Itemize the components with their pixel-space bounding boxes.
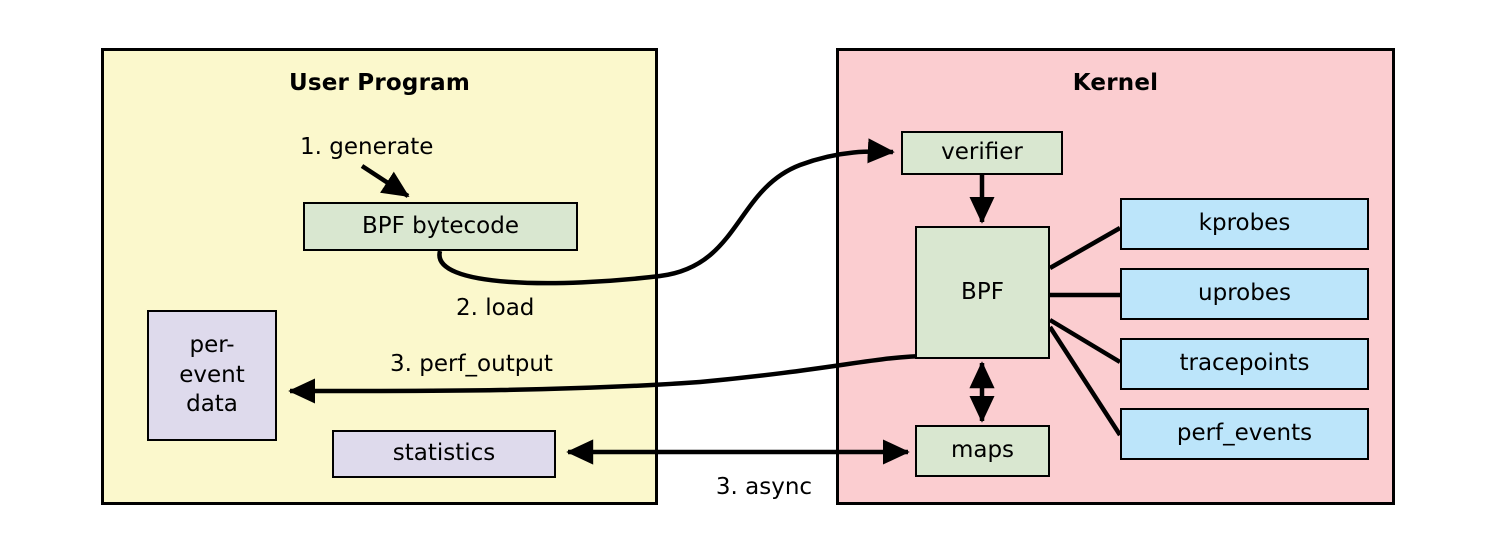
node-tracepoints[interactable]: tracepoints (1120, 338, 1369, 390)
node-bpf-label: BPF (961, 278, 1004, 305)
node-statistics[interactable]: statistics (332, 430, 556, 478)
node-tracepoints-label: tracepoints (1179, 350, 1310, 377)
node-kprobes[interactable]: kprobes (1120, 198, 1369, 250)
node-per-event-data-line-2: event (179, 361, 245, 388)
node-perf-events[interactable]: perf_events (1120, 408, 1369, 460)
node-bpf-bytecode-label: BPF bytecode (361, 212, 520, 239)
node-bpf-bytecode[interactable]: BPF bytecode (303, 202, 578, 251)
node-uprobes[interactable]: uprobes (1120, 268, 1369, 320)
node-per-event-data-line-3: data (186, 391, 238, 418)
node-uprobes-label: uprobes (1198, 280, 1291, 307)
node-verifier[interactable]: verifier (901, 131, 1063, 175)
region-user-program-title: User Program (288, 70, 470, 96)
node-perf-events-label: perf_events (1176, 420, 1313, 447)
edge-label-async-read-line-1: 3. async (715, 473, 813, 500)
node-maps[interactable]: maps (915, 425, 1050, 477)
node-per-event-data-line-1: per- (189, 332, 235, 359)
edge-label-async-read: 3. async read (694, 413, 834, 550)
region-kernel-title: Kernel (1072, 70, 1159, 96)
node-maps-label: maps (950, 437, 1015, 464)
node-per-event-data[interactable]: per- event data (147, 310, 277, 441)
node-kprobes-label: kprobes (1198, 210, 1291, 237)
node-statistics-label: statistics (392, 440, 496, 467)
node-bpf[interactable]: BPF (915, 226, 1050, 359)
edge-label-load: 2. load (456, 295, 535, 321)
edge-label-perf-output: 3. perf_output (390, 351, 553, 377)
node-verifier-label: verifier (941, 139, 1023, 166)
edge-label-generate: 1. generate (300, 134, 434, 160)
